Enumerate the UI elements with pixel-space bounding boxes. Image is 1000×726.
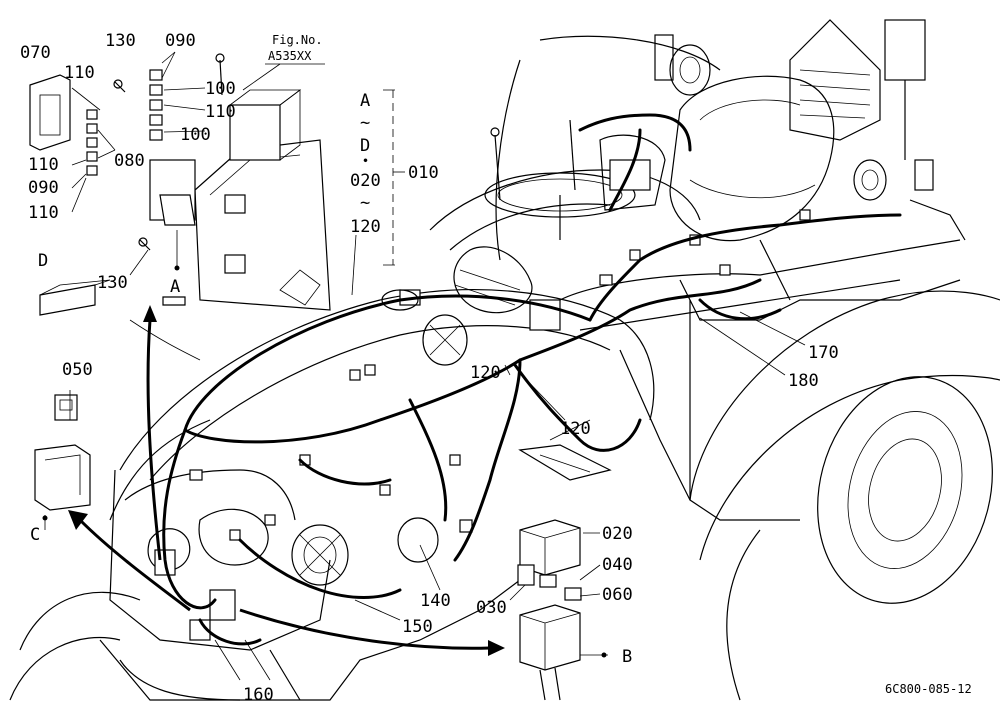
range-dot: ・ [357,152,374,172]
label-170: 170 [808,343,839,363]
wiring-harness [162,113,902,646]
label-140: 140 [420,591,451,611]
label-130-top: 130 [105,31,136,51]
range-120: 120 [350,217,381,237]
label-110-mid: 110 [205,102,236,122]
label-040: 040 [602,555,633,575]
label-100-mid: 100 [180,125,211,145]
label-050: 050 [62,360,93,380]
fig-no-value: A535XX [268,49,312,63]
label-c: C [30,525,40,545]
label-060: 060 [602,585,633,605]
label-130-bottom: 130 [97,273,128,293]
fig-no-label: Fig.No. [272,33,323,47]
label-b: B [622,647,632,667]
label-110-left: 110 [28,155,59,175]
label-070: 070 [20,43,51,63]
label-030: 030 [476,598,507,618]
label-090-left: 090 [28,178,59,198]
fuse-box-exploded [517,519,582,701]
pointer-arrows [68,305,505,656]
label-090-top: 090 [165,31,196,51]
tractor-outline [9,19,1000,701]
range-tilde-2: ~ [360,193,370,213]
label-080: 080 [114,151,145,171]
range-020: 020 [350,171,381,191]
label-150: 150 [402,617,433,637]
label-180: 180 [788,371,819,391]
drawing-code: 6C800-085-12 [885,682,972,696]
leader-lines [42,51,806,681]
label-020: 020 [602,524,633,544]
range-d: D [360,136,370,156]
part-labels: 070 130 090 110 100 110 100 110 080 090 … [20,31,972,705]
label-110-top: 110 [64,63,95,83]
label-160: 160 [243,685,274,705]
relay-050-and-c [34,394,91,511]
relay-bracket-exploded [29,53,331,361]
label-010: 010 [408,163,439,183]
label-110-bottom: 110 [28,203,59,223]
label-120-center: 120 [470,363,501,383]
range-a: A [360,91,370,111]
label-d: D [38,251,48,271]
range-tilde-1: ~ [360,113,370,133]
label-100-top: 100 [205,79,236,99]
label-120-lower: 120 [560,419,591,439]
label-a: A [170,277,180,297]
